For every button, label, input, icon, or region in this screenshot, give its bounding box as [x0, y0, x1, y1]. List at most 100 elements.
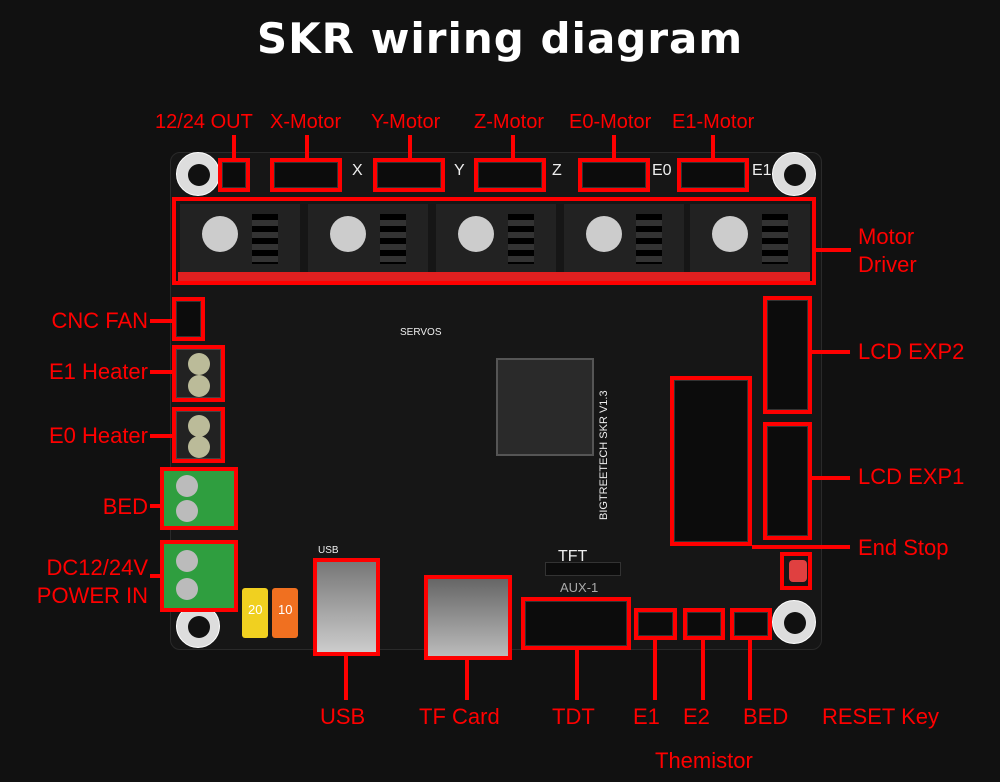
e0-motor-connector	[582, 162, 646, 188]
page-title: SKR wiring diagram	[256, 14, 744, 63]
label-e0-motor: E0-Motor	[569, 111, 652, 133]
reset-button[interactable]	[789, 560, 807, 582]
highlight-th-bed	[730, 608, 772, 640]
highlight-bed	[160, 467, 238, 530]
highlight-x-motor	[270, 158, 342, 192]
leader-line	[711, 135, 715, 159]
label-power-2: POWER IN	[36, 583, 148, 608]
label-power-1: DC12/24V	[46, 555, 148, 580]
z-motor-connector	[478, 162, 542, 188]
highlight-lcd-exp2	[763, 296, 812, 414]
stepper-driver	[180, 204, 300, 276]
label-end-stop: End Stop	[858, 535, 949, 560]
mcu-chip	[496, 358, 594, 456]
leader-line	[815, 248, 851, 252]
highlight-y-motor	[373, 158, 445, 192]
tdt-connector	[525, 601, 627, 646]
mount-hole	[176, 152, 220, 196]
leader-line	[701, 640, 705, 700]
label-x-motor: X-Motor	[270, 111, 342, 133]
usb-port[interactable]	[317, 562, 376, 652]
label-tdt: TDT	[552, 704, 595, 729]
label-thermistor: Themistor	[655, 748, 753, 773]
e1-motor-connector	[681, 162, 745, 188]
stepper-driver	[308, 204, 428, 276]
highlight-e0-heater	[172, 407, 225, 463]
thermistor-bed-connector	[734, 612, 768, 636]
endstop-headers	[674, 380, 748, 542]
highlight-th-e2	[683, 608, 725, 640]
label-motor-driver-2: Driver	[858, 252, 917, 277]
stepper-driver	[436, 204, 556, 276]
silk-y: Y	[454, 162, 465, 179]
silk-x: X	[352, 162, 363, 179]
leader-line	[465, 660, 469, 700]
y-motor-connector	[377, 162, 441, 188]
tf-card-slot[interactable]	[428, 579, 508, 656]
mount-hole	[772, 600, 816, 644]
leader-line	[575, 650, 579, 700]
leader-line	[150, 319, 172, 323]
fuse-10a: 10	[272, 588, 298, 638]
highlight-th-e1	[634, 608, 677, 640]
thermistor-e1-connector	[638, 612, 673, 636]
label-tf-card: TF Card	[419, 704, 500, 729]
highlight-e1-heater	[172, 345, 225, 402]
stepper-driver	[690, 204, 810, 276]
e1-heater-terminal	[176, 349, 221, 398]
label-lcd-exp1: LCD EXP1	[858, 464, 965, 489]
thermistor-e2-connector	[687, 612, 721, 636]
bed-terminal	[164, 471, 234, 526]
e0-heater-terminal	[176, 411, 221, 459]
highlight-end-stop	[670, 376, 752, 546]
label-th-bed: BED	[743, 704, 789, 729]
label-lcd-exp2: LCD EXP2	[858, 339, 965, 364]
label-z-motor: Z-Motor	[474, 111, 544, 133]
silk-aux: AUX-1	[560, 580, 599, 595]
label-bed: BED	[102, 494, 148, 519]
leader-line	[408, 135, 412, 159]
silk-z: Z	[552, 162, 562, 179]
highlight-usb	[313, 558, 380, 656]
label-th-e2: E2	[683, 704, 710, 729]
leader-line	[511, 135, 515, 159]
silk-tft: TFT	[558, 548, 588, 565]
silk-e1: E1	[752, 162, 772, 179]
highlight-lcd-exp1	[763, 422, 812, 540]
highlight-e1-motor	[677, 158, 749, 192]
highlight-motor-driver	[172, 197, 816, 285]
x-motor-connector	[274, 162, 338, 188]
label-usb: USB	[320, 704, 366, 729]
leader-line	[748, 640, 752, 700]
tft-header	[545, 562, 621, 576]
highlight-tdt	[521, 597, 631, 650]
label-reset-key: RESET Key	[822, 704, 939, 729]
highlight-e0-motor	[578, 158, 650, 192]
power-terminal	[164, 544, 234, 608]
label-cnc-fan: CNC FAN	[51, 308, 148, 333]
fuse-label: 10	[278, 602, 293, 617]
highlight-z-motor	[474, 158, 546, 192]
leader-line	[150, 574, 160, 578]
out-connector	[222, 162, 246, 188]
leader-line	[150, 504, 160, 508]
leader-line	[812, 476, 850, 480]
fan-connector	[176, 301, 201, 337]
highlight-out	[218, 158, 250, 192]
exp2-header	[767, 300, 808, 410]
leader-line	[612, 135, 616, 159]
silk-servos: SERVOS	[400, 327, 442, 338]
stepper-driver	[564, 204, 684, 276]
label-12-24-out: 12/24 OUT	[155, 111, 253, 133]
fuse-20a: 20	[242, 588, 268, 638]
leader-line	[812, 350, 850, 354]
mount-hole	[772, 152, 816, 196]
label-th-e1: E1	[633, 704, 660, 729]
exp1-header	[767, 426, 808, 536]
label-e1-motor: E1-Motor	[672, 111, 755, 133]
highlight-power	[160, 540, 238, 612]
leader-line	[150, 370, 172, 374]
label-y-motor: Y-Motor	[371, 111, 441, 133]
highlight-tf-card	[424, 575, 512, 660]
silk-e0: E0	[652, 162, 672, 179]
